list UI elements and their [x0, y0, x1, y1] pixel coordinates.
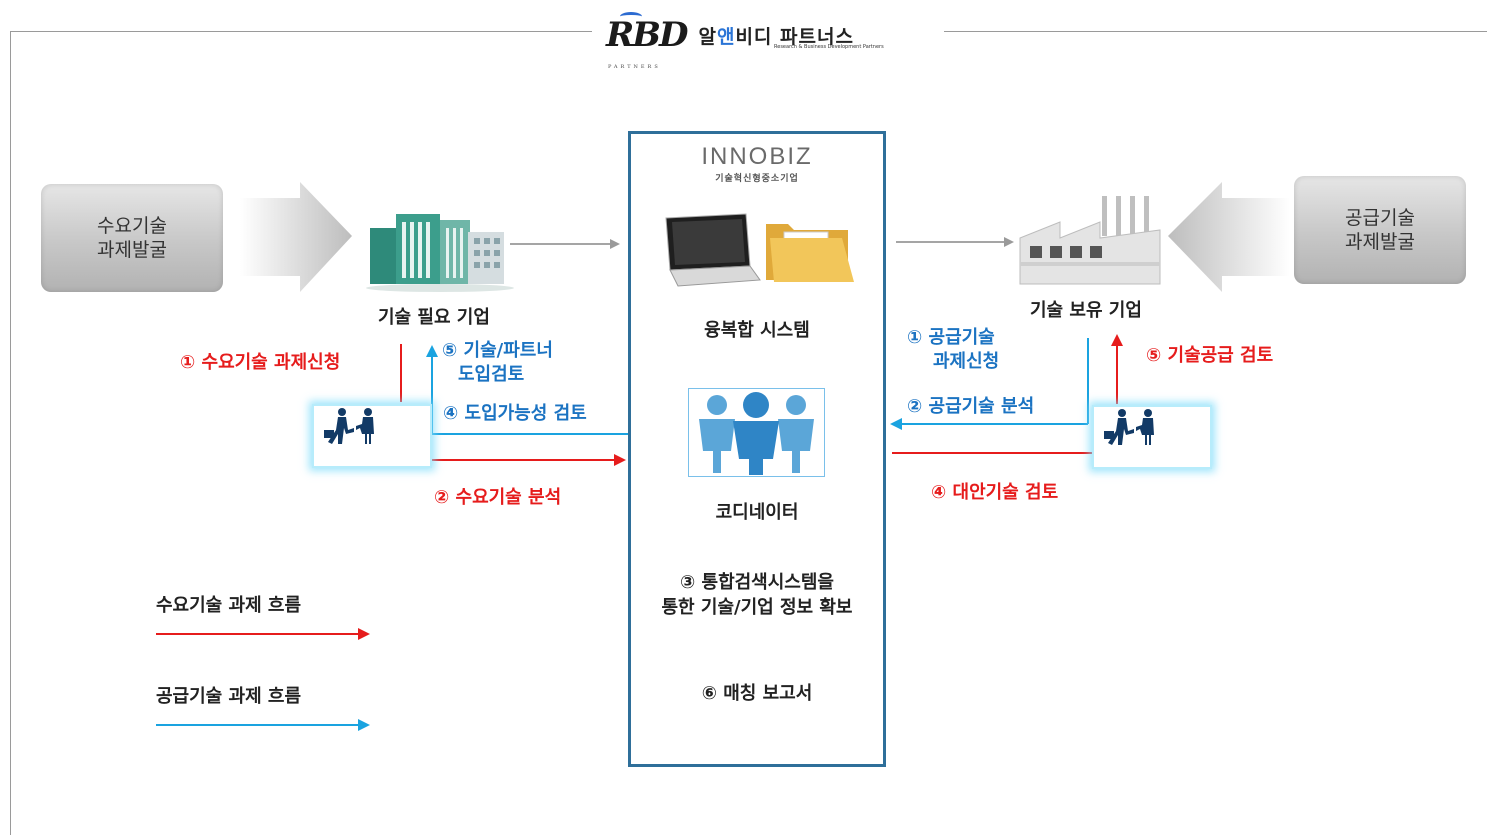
demand-big-arrow [240, 182, 352, 292]
right-step5-label: ⑤ 기술공급 검토 [1146, 345, 1274, 366]
building-icon [366, 214, 514, 292]
step6-label: ⑥ 매칭 보고서 [701, 683, 813, 704]
supply-company-label: 기술 보유 기업 [1030, 300, 1142, 321]
left-step5-label: ⑤ 기술/파트너 도입검토 [442, 340, 553, 385]
laptop-folder-icon [658, 210, 858, 290]
coordinator-people-icon [688, 388, 825, 477]
system-label: 융복합 시스템 [704, 320, 810, 341]
demand-company-label: 기술 필요 기업 [378, 307, 490, 328]
demand-partner-box [312, 404, 432, 468]
legend-supply-label: 공급기술 과제 흐름 [156, 686, 302, 707]
innobiz-logo: INNOBIZ 기술혁신형중소기업 [701, 143, 813, 184]
factory-icon [1019, 196, 1161, 285]
legend-demand-label: 수요기술 과제 흐름 [156, 595, 302, 616]
step3-label: ③ 통합검색시스템을 통한 기술/기업 정보 확보 [661, 572, 853, 618]
right-step1-label: ① 공급기술 과제신청 [907, 327, 1000, 372]
demand-source-box: 수요기술 과제발굴 [41, 184, 223, 292]
frame-left-line [10, 31, 11, 835]
supply-big-arrow [1168, 182, 1290, 292]
handshake-people-icon [324, 408, 374, 444]
logo-korean-name: 알앤비디 파트너스 [698, 25, 854, 48]
right-step2-label: ② 공급기술 분석 [907, 396, 1035, 417]
right-step4-label: ④ 대안기술 검토 [931, 482, 1059, 503]
rbd-logo-mark: RBD PARTNERS [606, 12, 688, 70]
logo-english-name: Research & Business Development Partners [774, 44, 884, 50]
left-step2-label: ② 수요기술 분석 [434, 487, 562, 508]
left-step1-label: ① 수요기술 과제신청 [180, 352, 341, 373]
left-step4-label: ④ 도입가능성 검토 [443, 403, 587, 424]
handshake-people-icon [1104, 409, 1154, 445]
supply-partner-box [1092, 405, 1212, 469]
supply-source-box: 공급기술 과제발굴 [1294, 176, 1466, 284]
rbd-partners-logo: RBD PARTNERS 알앤비디 파트너스 Research & Busine… [592, 12, 944, 70]
coordinator-label: 코디네이터 [715, 502, 799, 523]
